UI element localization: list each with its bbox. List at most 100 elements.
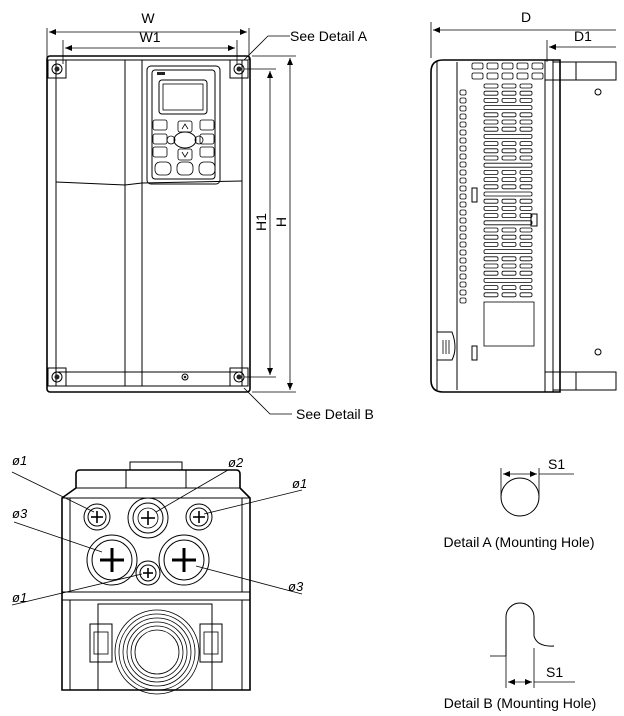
vent-slot [519, 112, 533, 118]
detail-a: S1 Detail A (Mounting Hole) [444, 456, 595, 550]
vent-slot [483, 263, 499, 269]
vent-slot [459, 129, 467, 136]
vent-slot [483, 177, 499, 183]
vent-slot [519, 227, 533, 233]
vent-slot [459, 97, 467, 104]
vent-slot [483, 184, 499, 190]
vent-slot [501, 270, 517, 276]
vent-slot [519, 198, 533, 204]
side-view: D D1 [430, 9, 617, 393]
knockout-upper-right-small [185, 503, 213, 531]
front-view: W W1 [46, 10, 374, 422]
vent-slot [483, 119, 499, 125]
vent-slot [459, 241, 467, 248]
vent-slot [483, 126, 499, 132]
vent-slot [459, 225, 467, 232]
dimension-w1: W1 [62, 29, 238, 64]
vent-slot [501, 198, 517, 204]
detail-a-hole [500, 477, 540, 517]
vent-slot [519, 285, 533, 291]
vent-slot [459, 113, 467, 120]
dimension-h: H [252, 55, 296, 393]
vent-slot [501, 148, 517, 154]
vent-slot [519, 98, 533, 103]
vent-slot [483, 191, 533, 197]
callout-detail-b: See Detail B [243, 387, 374, 422]
dim-w1-label: W1 [140, 29, 161, 45]
vent-slot [519, 155, 533, 161]
vent-slot [519, 263, 533, 269]
vent-slot [459, 265, 467, 272]
knockout-upper-center [127, 497, 169, 539]
vent-slot [483, 256, 499, 262]
hole-label-lower-center: ø1 [11, 573, 143, 606]
callout-detail-a: See Detail A [243, 28, 368, 61]
vent-slot [501, 234, 517, 240]
vent-slot [501, 169, 517, 175]
vent-slot [459, 289, 467, 296]
vent-slot [459, 185, 467, 192]
vent-slot [459, 137, 467, 144]
detail-b-caption: Detail B (Mounting Hole) [444, 695, 597, 711]
vent-slot [459, 201, 467, 208]
vent-slot [501, 285, 517, 291]
keypad-center-button [173, 131, 197, 149]
heatsink-bottom [552, 371, 617, 391]
dim-d-label: D [521, 9, 531, 25]
vent-slot [501, 227, 517, 233]
side-latch [436, 331, 456, 361]
vent-slot [519, 241, 533, 247]
knockout-lower-center-small [135, 560, 161, 586]
vent-slot [519, 148, 533, 154]
see-detail-b-label: See Detail B [296, 406, 374, 422]
vent-slot [501, 263, 517, 269]
vent-slot [459, 257, 467, 264]
side-enclosure [430, 59, 561, 393]
vent-slot [501, 119, 517, 125]
vent-slot [483, 198, 499, 204]
detail-a-caption: Detail A (Mounting Hole) [444, 534, 595, 550]
vent-slot [459, 105, 467, 112]
side-vent-panel [483, 301, 535, 347]
vent-slot [501, 155, 517, 161]
vent-slot [483, 141, 499, 147]
heatsink-top [552, 61, 617, 81]
vent-slot [501, 213, 517, 219]
vent-slot [501, 83, 517, 89]
vent-slot [519, 184, 533, 190]
hole-label-large-right: ø3 [195, 565, 304, 595]
dim-w-label: W [141, 10, 155, 26]
detail-b: S1 Detail B (Mounting Hole) [444, 602, 597, 711]
vent-slot [501, 292, 517, 298]
vent-slot [459, 153, 467, 160]
corner-mount-bottom-left [47, 367, 67, 387]
knockout-large-left [86, 534, 138, 586]
corner-mount-top-left [47, 59, 67, 79]
vent-slot [483, 213, 499, 219]
vent-slot [519, 270, 533, 276]
vent-slot [519, 292, 533, 298]
vent-slot [483, 270, 499, 276]
knockout-large-right [158, 534, 210, 586]
hole-label-upper-center: ø2 [155, 455, 244, 513]
vent-slot [459, 145, 467, 152]
vent-slot [501, 177, 517, 183]
vent-slot [483, 241, 499, 247]
vent-slot [459, 217, 467, 224]
hole-label-text: ø3 [288, 579, 304, 594]
dim-h-label: H [273, 217, 289, 227]
vent-slot [519, 126, 533, 132]
dimension-d: D [430, 9, 616, 58]
vent-slot [459, 161, 467, 168]
vent-slot [483, 277, 533, 283]
vent-slot [519, 213, 533, 219]
vent-slot [483, 234, 499, 240]
vent-slot [483, 169, 499, 175]
hole-label-text: ø1 [12, 590, 27, 605]
vent-slot [459, 89, 467, 96]
hole-label-upper-right: ø1 [203, 476, 307, 515]
vent-slot [501, 184, 517, 190]
vent-slot [519, 141, 533, 147]
detail-a-s1-label: S1 [548, 456, 565, 472]
vent-slot [459, 249, 467, 256]
